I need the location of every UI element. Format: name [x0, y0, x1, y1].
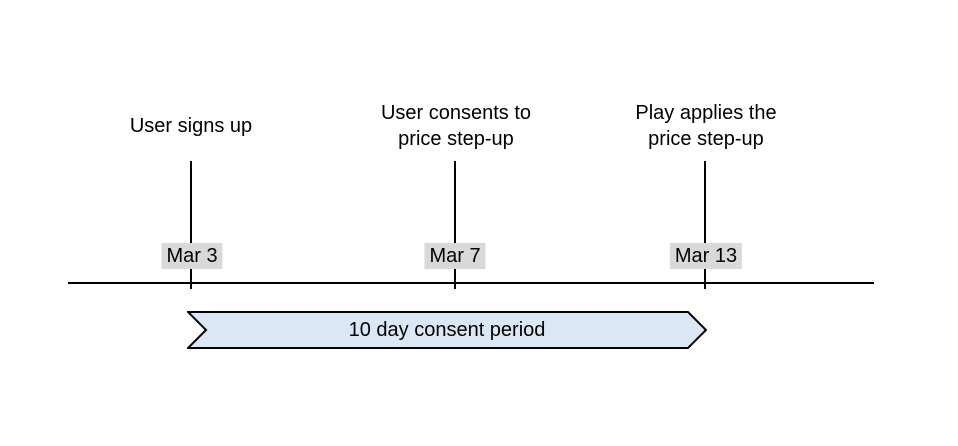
event-date-badge: Mar 7	[424, 243, 486, 269]
event-date-badge: Mar 13	[669, 243, 743, 269]
event-tick-line	[190, 161, 192, 289]
event-tick-line	[704, 161, 706, 289]
event-tick-line	[454, 161, 456, 289]
chevron-banner-polygon	[187, 311, 707, 349]
event-date-badge: Mar 3	[161, 243, 223, 269]
consent-period-label: 10 day consent period	[348, 318, 546, 341]
event-label: User consents to price step-up	[380, 102, 532, 150]
timeline-axis	[68, 282, 874, 284]
event-label: User signs up	[129, 115, 253, 137]
event-label: Play applies the price step-up	[635, 102, 777, 150]
chevron-banner-shape	[187, 311, 707, 349]
consent-period-arrow: 10 day consent period	[187, 311, 707, 349]
